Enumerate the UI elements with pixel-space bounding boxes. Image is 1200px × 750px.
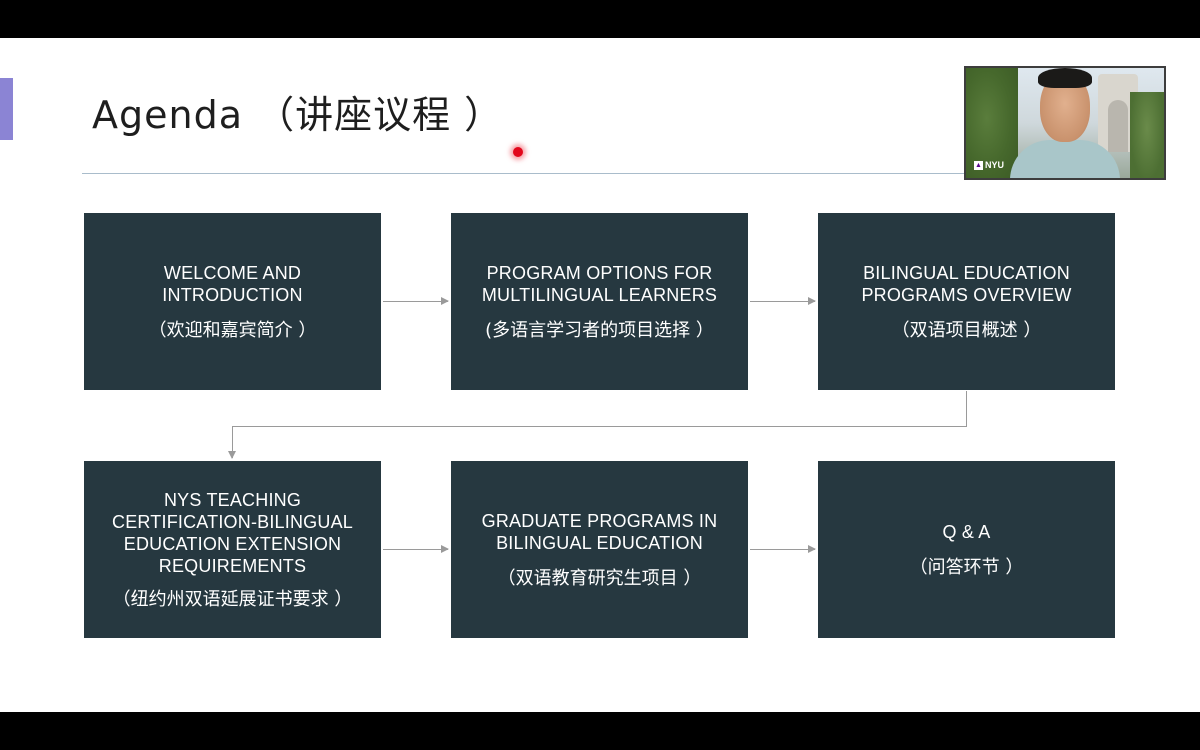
nyu-logo: ▲ NYU <box>974 160 1004 170</box>
slide-title: Agenda （讲座议程 ） <box>92 93 504 137</box>
webcam-background-trees-right <box>1130 92 1164 178</box>
slide-accent-bar <box>0 78 13 140</box>
agenda-item-title: PROGRAM OPTIONS FOR MULTILINGUAL LEARNER… <box>481 262 718 305</box>
presenter-body <box>1010 140 1120 178</box>
agenda-item-subtitle: (多语言学习者的项目选择 ） <box>485 319 714 341</box>
agenda-box-program-options: PROGRAM OPTIONS FOR MULTILINGUAL LEARNER… <box>451 213 748 390</box>
nyu-logo-text: NYU <box>985 160 1005 170</box>
agenda-item-title: NYS TEACHING CERTIFICATION-BILINGUAL EDU… <box>112 489 353 576</box>
agenda-box-graduate-programs: GRADUATE PROGRAMS IN BILINGUAL EDUCATION… <box>451 461 748 638</box>
agenda-item-subtitle: （纽约州双语延展证书要求 ） <box>112 588 353 610</box>
flow-connector-across <box>232 426 967 427</box>
agenda-box-nys-certification: NYS TEACHING CERTIFICATION-BILINGUAL EDU… <box>84 461 381 638</box>
top-letterbox <box>0 0 1200 38</box>
laser-pointer <box>513 147 523 157</box>
agenda-item-subtitle: （欢迎和嘉宾简介 ） <box>148 319 317 341</box>
agenda-item-title: Q & A <box>942 521 991 542</box>
agenda-item-subtitle: （双语教育研究生项目 ） <box>497 567 702 589</box>
agenda-item-title: BILINGUAL EDUCATION PROGRAMS OVERVIEW <box>861 262 1072 305</box>
webcam-background-trees <box>966 68 1018 178</box>
bottom-letterbox <box>0 712 1200 750</box>
agenda-box-welcome: WELCOME AND INTRODUCTION （欢迎和嘉宾简介 ） <box>84 213 381 390</box>
flow-connector-down <box>966 391 967 426</box>
flow-arrow-5-6 <box>750 545 816 553</box>
agenda-item-title: WELCOME AND INTRODUCTION <box>162 262 303 305</box>
agenda-item-title: GRADUATE PROGRAMS IN BILINGUAL EDUCATION <box>481 510 718 553</box>
nyu-torch-icon: ▲ <box>974 160 983 170</box>
presenter-webcam-thumbnail[interactable]: ▲ NYU <box>964 66 1166 180</box>
agenda-box-bilingual-overview: BILINGUAL EDUCATION PROGRAMS OVERVIEW （双… <box>818 213 1115 390</box>
agenda-box-qa: Q & A （问答环节 ） <box>818 461 1115 638</box>
presentation-slide: Agenda （讲座议程 ） ▲ NYU WELCOME AND INTRODU… <box>0 38 1200 712</box>
agenda-item-subtitle: （双语项目概述 ） <box>891 319 1042 341</box>
flow-arrow-2-3 <box>750 297 816 305</box>
title-divider <box>82 173 964 174</box>
flow-arrow-3-4 <box>228 426 236 459</box>
flow-arrow-1-2 <box>383 297 449 305</box>
flow-arrow-4-5 <box>383 545 449 553</box>
presenter-hair <box>1038 68 1092 88</box>
agenda-item-subtitle: （问答环节 ） <box>909 556 1024 578</box>
